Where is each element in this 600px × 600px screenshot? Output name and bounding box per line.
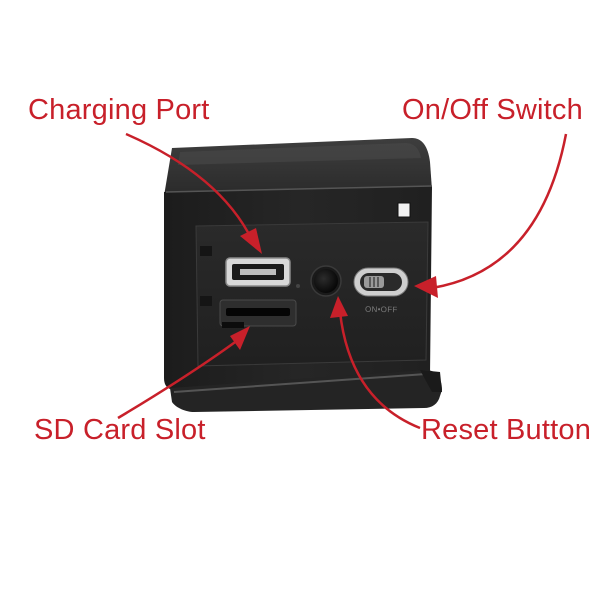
label-reset-button: Reset Button: [421, 414, 592, 446]
arrow-on-off-switch: [431, 133, 568, 290]
arrowhead-charging-port: [240, 228, 262, 254]
led-dot: [296, 284, 300, 288]
device-edge: [165, 185, 433, 193]
arrow-reset-button: [338, 311, 421, 430]
sd-slot-gap: [222, 322, 244, 328]
reset-button: [310, 265, 342, 297]
sd-card-slot: [219, 299, 297, 328]
top-sheen: [178, 143, 421, 165]
label-sd-card-slot: SD Card Slot: [34, 414, 206, 446]
label-on-off-switch: On/Off Switch: [402, 94, 583, 126]
flap-hinge: [420, 370, 442, 392]
arrowhead-sd-card-slot: [230, 326, 250, 350]
power-switch: [353, 267, 409, 297]
arrow-charging-port: [125, 132, 254, 241]
usb-port: [225, 257, 291, 287]
device-body: [164, 138, 433, 390]
flap-edge: [173, 373, 427, 393]
arrowhead-reset-button: [330, 296, 348, 318]
label-charging-port: Charging Port: [28, 94, 210, 126]
reset-button-cap: [314, 269, 338, 293]
panel-notch-bottom: [200, 296, 212, 306]
panel-notch-top: [200, 246, 212, 256]
usb-port-tongue: [240, 269, 276, 275]
callout-arrows: [117, 132, 568, 430]
arrow-sd-card-slot: [117, 338, 239, 420]
callout-arrowheads: [230, 228, 438, 350]
port-cover-flap: [170, 370, 442, 412]
indicator-window: [397, 202, 411, 218]
sd-slot-opening: [226, 308, 290, 316]
arrowhead-on-off-switch: [414, 276, 438, 298]
flap-body: [170, 370, 442, 412]
switch-marking: ON•OFF: [364, 304, 398, 315]
